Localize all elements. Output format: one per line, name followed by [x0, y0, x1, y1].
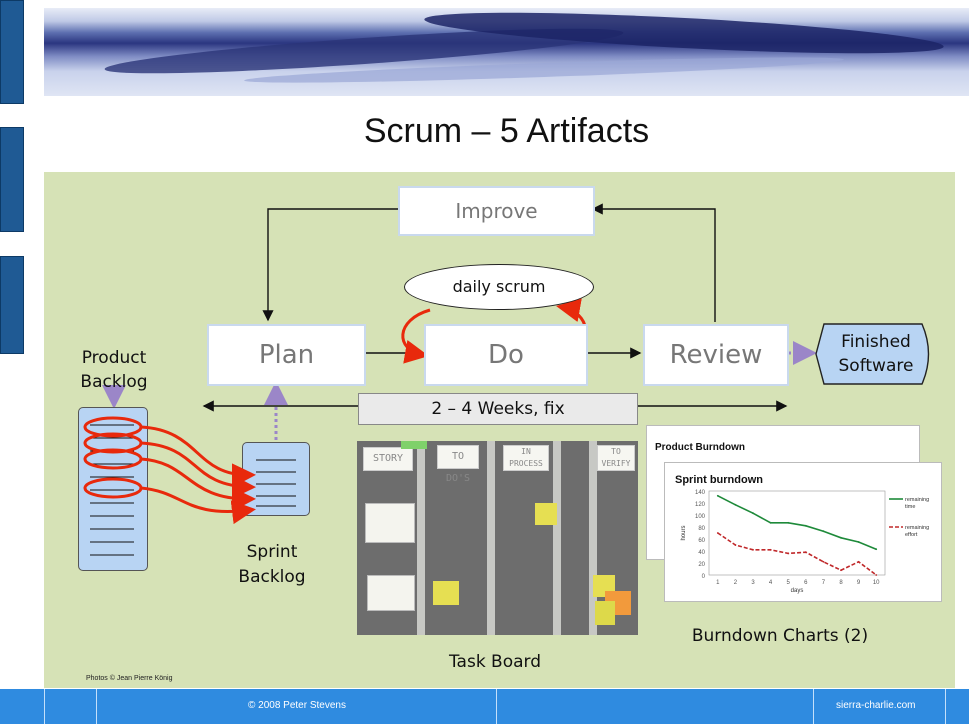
series-point-1	[822, 560, 825, 563]
footer-site: sierra-charlie.com	[836, 700, 916, 711]
sticky-note	[401, 441, 427, 449]
board-header-in-process: IN PROCESS	[503, 445, 549, 471]
series-point-1	[716, 532, 719, 534]
left-tab	[0, 127, 24, 232]
finished-software-label-2: Software	[838, 356, 914, 376]
series-point-0	[840, 536, 842, 539]
x-tick-label: 7	[822, 580, 826, 586]
legend-label-0: time	[905, 504, 915, 510]
story-card	[367, 575, 415, 611]
series-line-1	[717, 532, 877, 576]
finished-software-label-1: Finished	[841, 332, 911, 352]
sprint-backlog-items	[256, 459, 296, 507]
series-point-0	[716, 494, 719, 497]
do-box: Do	[424, 324, 588, 386]
header-sky-image	[44, 8, 969, 96]
y-tick-label: 40	[698, 550, 705, 556]
x-tick-label: 10	[873, 580, 880, 586]
series-point-1	[787, 552, 790, 555]
x-tick-label: 4	[769, 580, 773, 586]
y-tick-label: 60	[698, 538, 705, 544]
improve-label: Improve	[455, 199, 538, 223]
y-tick-label: 20	[698, 562, 705, 568]
y-tick-label: 100	[695, 514, 706, 520]
sprint-burndown-chart: Sprint burndown 0 20 40 60 80 100 120 140 1 2 3 4 5 6 7…	[675, 474, 929, 594]
sprint-burndown-card: Sprint burndown 0 20 40 60 80 100 120 140 1 2 3 4 5 6 7…	[664, 462, 942, 602]
series-point-0	[822, 530, 825, 533]
product-burndown-title: Product Burndown	[655, 442, 745, 453]
series-point-0	[769, 521, 772, 524]
plan-label: Plan	[258, 340, 315, 370]
series-point-0	[752, 512, 754, 515]
x-tick-label: 9	[857, 580, 861, 586]
series-point-1	[734, 544, 737, 546]
sprint-backlog-label-1: Sprint	[246, 542, 298, 562]
sticky-note	[433, 581, 459, 605]
series-point-0	[734, 503, 737, 506]
left-tab	[0, 256, 24, 354]
product-backlog-label-2: Backlog	[80, 372, 148, 392]
sprint-length-label: 2 – 4 Weeks, fix	[431, 399, 565, 419]
x-tick-label: 6	[804, 580, 808, 586]
improve-box: Improve	[398, 186, 595, 236]
review-box: Review	[643, 324, 789, 386]
slide-title: Scrum – 5 Artifacts	[363, 112, 650, 150]
series-point-1	[875, 574, 878, 576]
photo-credit: Photos © Jean Pierre König	[86, 675, 173, 682]
series-point-1	[840, 569, 842, 572]
board-header-to-verify: TO VERIFY	[597, 445, 635, 471]
sticky-note	[535, 503, 557, 525]
left-tab	[0, 0, 24, 104]
chart-title: Sprint burndown	[675, 474, 763, 486]
legend-label-1: remaining	[905, 525, 929, 531]
series-point-1	[857, 560, 860, 563]
burndown-charts-label: Burndown Charts (2)	[691, 626, 869, 646]
story-card	[365, 503, 415, 543]
y-axis-label: hours	[681, 525, 687, 540]
sprint-backlog-label-2: Backlog	[238, 567, 306, 587]
x-axis-label: days	[791, 588, 804, 594]
legend-label-1: effort	[905, 532, 918, 538]
review-label: Review	[669, 340, 763, 370]
series-line-0	[717, 495, 877, 550]
y-tick-label: 140	[695, 490, 706, 496]
sprint-length-box: 2 – 4 Weeks, fix	[358, 393, 638, 425]
y-tick-label: 80	[698, 526, 705, 532]
series-point-1	[769, 548, 772, 551]
x-tick-label: 2	[734, 580, 738, 586]
series-point-0	[857, 541, 860, 543]
footer-copyright: © 2008 Peter Stevens	[248, 700, 346, 711]
series-point-0	[804, 524, 807, 527]
plan-box: Plan	[207, 324, 366, 386]
plot-area	[708, 490, 886, 576]
task-board-photo: STORY TO DO'S IN PROCESS TO VERIFY	[357, 441, 638, 635]
y-tick-label: 0	[702, 574, 706, 580]
board-header-todos: TO DO'S	[437, 445, 479, 484]
series-point-1	[804, 551, 807, 554]
x-tick-label: 8	[839, 580, 843, 586]
finished-software-shape	[815, 323, 930, 385]
series-point-1	[752, 548, 754, 551]
series-point-0	[787, 521, 790, 524]
y-tick-label: 120	[695, 502, 706, 508]
product-backlog-label-1: Product	[81, 348, 147, 368]
task-board-label: Task Board	[448, 652, 542, 672]
footer-bar: © 2008 Peter Stevens sierra-charlie.com	[0, 689, 969, 724]
x-tick-label: 5	[787, 580, 791, 586]
do-label: Do	[488, 340, 524, 370]
sticky-note	[595, 601, 615, 625]
series-point-0	[875, 548, 878, 551]
daily-scrum-ellipse: daily scrum	[404, 264, 594, 310]
daily-scrum-label: daily scrum	[452, 277, 546, 296]
x-tick-label: 3	[751, 580, 755, 586]
board-header-story: STORY	[363, 447, 413, 471]
x-tick-label: 1	[716, 580, 720, 586]
legend-label-0: remaining	[905, 497, 929, 503]
